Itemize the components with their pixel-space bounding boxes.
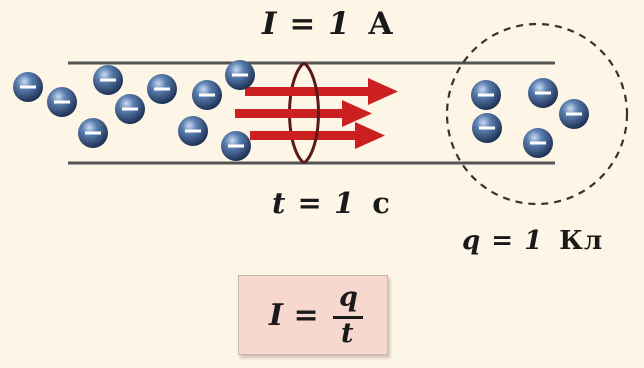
- current-arrow: [235, 100, 372, 127]
- charge-region-dashed-circle: [445, 22, 629, 206]
- electron: [523, 128, 553, 158]
- electron: [192, 80, 222, 110]
- current-label: I = 1 A: [262, 6, 394, 42]
- electrons-charge: [471, 78, 589, 158]
- formula-denominator: t: [341, 318, 354, 349]
- current-variable: I: [262, 6, 278, 42]
- electron: [47, 87, 77, 117]
- current-arrow: [250, 122, 385, 149]
- charge-unit: Кл: [559, 226, 604, 256]
- electron: [147, 74, 177, 104]
- cross-section-ring-front: [303, 61, 320, 165]
- current-arrows: [235, 78, 398, 149]
- electron: [78, 118, 108, 148]
- current-unit: A: [368, 6, 394, 42]
- formula-box: I = q t: [238, 275, 388, 355]
- time-variable: t: [272, 186, 287, 220]
- electron: [225, 60, 255, 90]
- time-value: 1: [333, 186, 356, 220]
- electron: [221, 131, 251, 161]
- current-formula: I = q t: [239, 276, 389, 356]
- time-equals: =: [297, 186, 323, 220]
- time-label: t = 1 с: [272, 186, 391, 220]
- charge-value: 1: [524, 226, 544, 256]
- electron: [13, 72, 43, 102]
- charge-label: q = 1 Кл: [462, 226, 603, 256]
- electron: [472, 113, 502, 143]
- current-equals: =: [289, 6, 317, 42]
- electron: [178, 116, 208, 146]
- electrons-flow: [13, 60, 255, 161]
- formula-lhs: I =: [269, 298, 319, 333]
- electron: [115, 94, 145, 124]
- electron: [559, 99, 589, 129]
- time-unit: с: [372, 186, 391, 220]
- current-arrow: [245, 78, 398, 105]
- electron: [528, 78, 558, 108]
- charge-equals: =: [491, 226, 515, 256]
- charge-variable: q: [462, 226, 482, 256]
- current-value: 1: [328, 6, 351, 42]
- electron: [93, 65, 123, 95]
- electron: [471, 80, 501, 110]
- formula-numerator: q: [339, 282, 358, 313]
- formula-fraction-bar: [333, 316, 363, 319]
